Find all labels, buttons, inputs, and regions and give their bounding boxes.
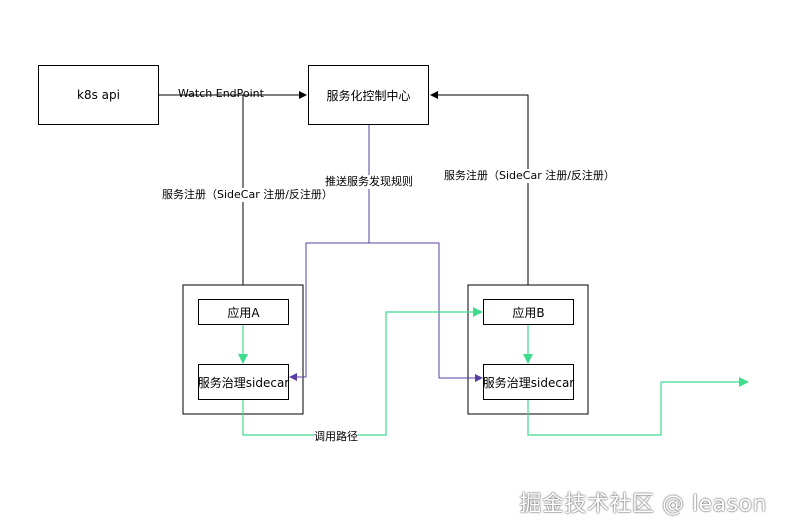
- node-app-a: [198, 299, 289, 325]
- node-sidecar-a-label: 服务治理sidecar: [197, 375, 290, 390]
- edge-push-rules-right: [369, 242, 483, 382]
- edge-label-watch-endpoint: Watch EndPoint: [178, 87, 264, 100]
- node-k8s-api-label: k8s api: [77, 88, 120, 102]
- edge-label-push-rules: 推送服务发现规则: [325, 175, 413, 189]
- watermark: 掘金技术社区 @ leason: [519, 492, 767, 517]
- edge-outbound: [527, 377, 749, 436]
- node-k8s-api: [38, 65, 159, 125]
- edge-label-call-path: 调用路径: [314, 430, 358, 444]
- edge-register-right: [430, 91, 529, 285]
- edge-label-register-right: 服务注册（SideCar 注册/反注册）: [444, 169, 615, 183]
- node-app-a-label: 应用A: [227, 305, 260, 320]
- node-sidecar-a: [198, 364, 289, 400]
- edge-call-path: [242, 307, 483, 436]
- node-app-b: [483, 299, 574, 325]
- node-sidecar-b-label: 服务治理sidecar: [482, 375, 575, 390]
- node-control-center: [308, 65, 429, 125]
- node-control-center-label: 服务化控制中心: [326, 88, 411, 103]
- edge-push-rules-left: [289, 242, 369, 381]
- edge-label-register-left: 服务注册（SideCar 注册/反注册）: [162, 188, 333, 202]
- node-app-b-label: 应用B: [512, 305, 545, 320]
- node-sidecar-b: [483, 364, 574, 400]
